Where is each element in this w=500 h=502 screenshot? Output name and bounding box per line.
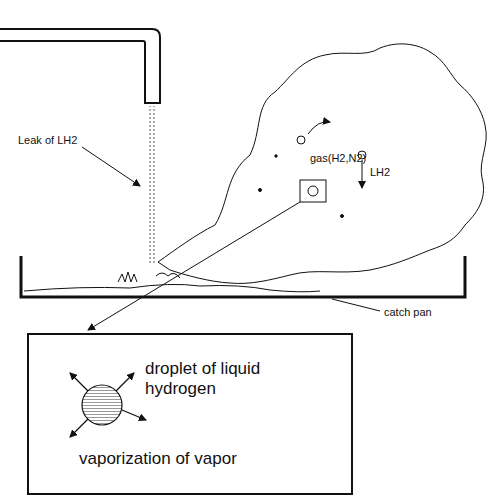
label: Leak of LH2 — [18, 134, 77, 146]
droplet — [70, 373, 146, 437]
node-text: droplet of liquid hydrogen — [145, 359, 285, 398]
leader-line — [332, 299, 380, 311]
node-text: vaporization of vapor — [79, 449, 237, 469]
cloud-outline — [150, 40, 495, 295]
leader-line — [82, 147, 140, 186]
label: catch pan — [384, 306, 432, 318]
node-text: LH2 — [370, 166, 390, 179]
box-outline — [27, 333, 353, 495]
liquid-pool — [24, 284, 320, 291]
vapor-cloud: gas(H2,N2) LH2 — [150, 40, 495, 295]
particles — [88, 122, 366, 330]
leak-stream — [147, 106, 157, 264]
inset-box: droplet of liquid hydrogen vaporization o… — [27, 333, 353, 495]
node-text: gas(H2,N2) — [310, 152, 366, 165]
pipe — [0, 29, 161, 103]
